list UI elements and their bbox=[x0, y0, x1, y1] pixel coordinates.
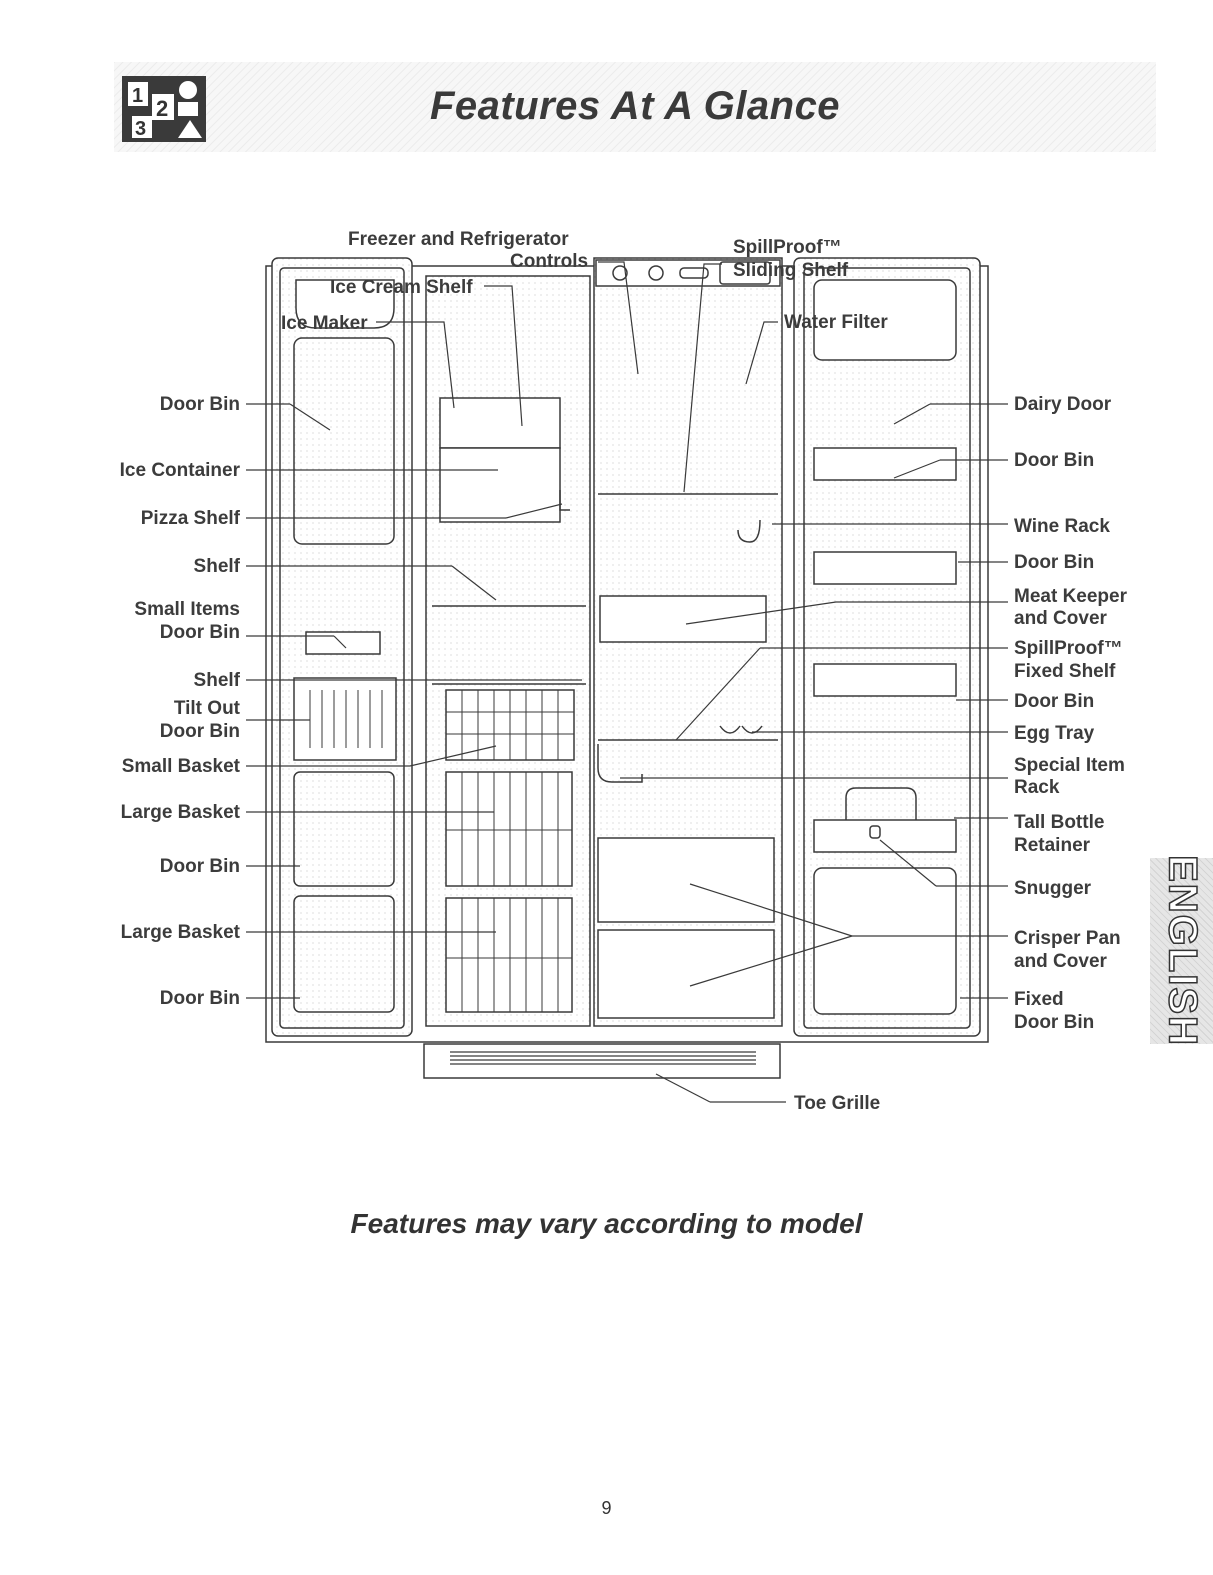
label-crisper-1: Crisper Pan bbox=[1014, 928, 1121, 949]
label-ice-cream-shelf: Ice Cream Shelf bbox=[330, 277, 473, 298]
label-door-bin-4: Door Bin bbox=[1014, 450, 1095, 471]
label-dairy-door: Dairy Door bbox=[1014, 394, 1112, 415]
header-band: 1 2 3 Features At A Glance bbox=[114, 62, 1156, 152]
label-snugger: Snugger bbox=[1014, 878, 1092, 899]
label-door-bin-5: Door Bin bbox=[1014, 552, 1095, 573]
label-tall-bottle-1: Tall Bottle bbox=[1014, 812, 1105, 833]
label-tilt-out-1: Tilt Out bbox=[173, 698, 240, 719]
label-large-basket-1: Large Basket bbox=[120, 802, 240, 823]
label-spillproof-sliding-2: Sliding Shelf bbox=[733, 260, 849, 281]
page-title: Features At A Glance bbox=[429, 84, 841, 128]
label-meat-keeper-2: and Cover bbox=[1014, 608, 1107, 629]
label-large-basket-2: Large Basket bbox=[120, 922, 240, 943]
svg-text:2: 2 bbox=[156, 96, 168, 121]
label-small-items-2: Door Bin bbox=[159, 622, 240, 643]
label-shelf-1: Shelf bbox=[193, 556, 240, 577]
label-door-bin-6: Door Bin bbox=[1014, 691, 1095, 712]
svg-text:1: 1 bbox=[132, 85, 143, 107]
label-special-item-2: Rack bbox=[1014, 777, 1060, 798]
page-number: 9 bbox=[601, 1498, 612, 1518]
label-tall-bottle-2: Retainer bbox=[1014, 835, 1091, 856]
label-meat-keeper-1: Meat Keeper bbox=[1014, 586, 1127, 607]
label-egg-tray: Egg Tray bbox=[1014, 723, 1095, 744]
label-shelf-2: Shelf bbox=[193, 670, 240, 691]
label-fixed-bin-1: Fixed bbox=[1014, 989, 1064, 1010]
label-door-bin-2: Door Bin bbox=[159, 856, 240, 877]
label-toe-grille: Toe Grille bbox=[794, 1093, 881, 1114]
label-wine-rack: Wine Rack bbox=[1014, 516, 1110, 537]
features-note: Features may vary according to model bbox=[350, 1208, 863, 1239]
label-tilt-out-2: Door Bin bbox=[159, 721, 240, 742]
label-fixed-bin-2: Door Bin bbox=[1014, 1012, 1095, 1033]
label-small-items-1: Small Items bbox=[134, 599, 240, 620]
steps-1-2-3-icon: 1 2 3 bbox=[122, 76, 206, 142]
svg-text:3: 3 bbox=[135, 118, 146, 140]
language-tab: ENGLISH bbox=[1150, 854, 1213, 1048]
label-freezer-refrigerator-controls: Freezer and Refrigerator bbox=[348, 229, 569, 250]
label-ice-container: Ice Container bbox=[119, 460, 240, 481]
toe-grille bbox=[423, 1043, 781, 1079]
label-spillproof-fixed-2: Fixed Shelf bbox=[1014, 661, 1116, 682]
label-special-item-1: Special Item bbox=[1014, 755, 1125, 776]
language-tab-label: ENGLISH bbox=[1159, 854, 1205, 1047]
label-small-basket: Small Basket bbox=[121, 756, 240, 777]
label-crisper-2: and Cover bbox=[1014, 951, 1107, 972]
label-pizza-shelf: Pizza Shelf bbox=[140, 508, 240, 529]
label-controls: Controls bbox=[510, 251, 589, 272]
label-spillproof-sliding-1: SpillProof™ bbox=[733, 237, 842, 258]
label-ice-maker: Ice Maker bbox=[281, 313, 368, 334]
label-spillproof-fixed-1: SpillProof™ bbox=[1014, 638, 1123, 659]
label-door-bin-3: Door Bin bbox=[159, 988, 240, 1009]
label-door-bin-1: Door Bin bbox=[159, 394, 240, 415]
label-water-filter: Water Filter bbox=[784, 312, 888, 333]
